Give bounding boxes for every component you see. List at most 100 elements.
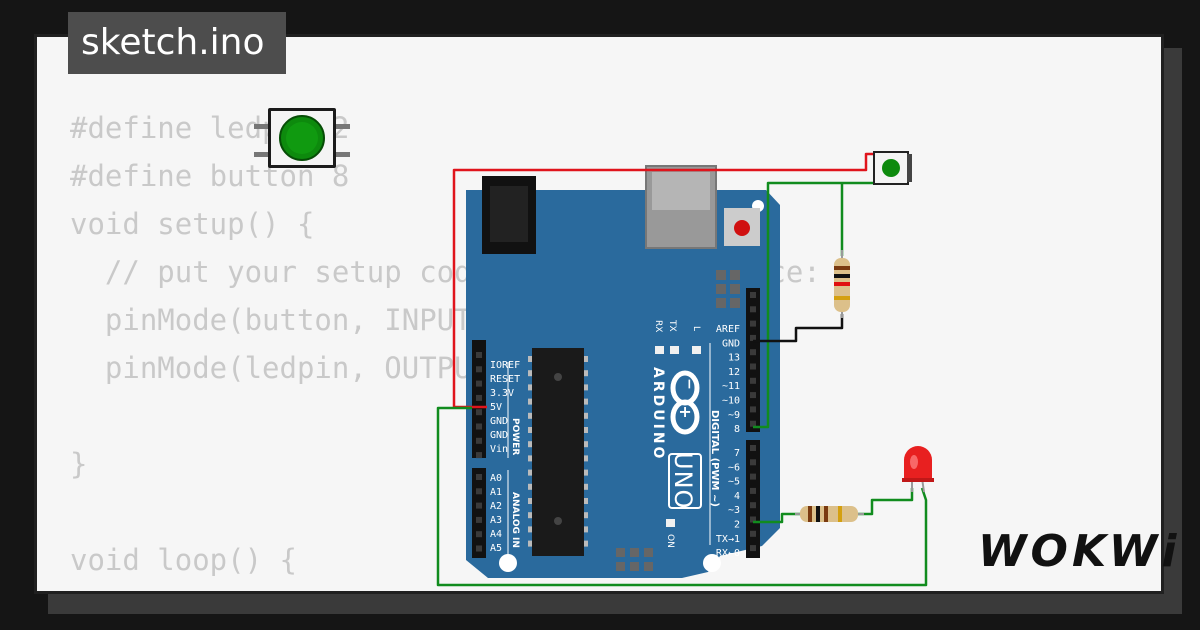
rx-led-label: RX — [653, 320, 663, 332]
pin-label: 7 — [734, 448, 740, 459]
chip-pin — [584, 441, 588, 448]
pin-label: 5V — [490, 402, 502, 413]
wire-led-cathode — [436, 406, 928, 587]
wire-pin2 — [753, 512, 800, 524]
chip-pin — [528, 512, 532, 519]
wire-gnd — [753, 314, 844, 343]
header-hole — [476, 452, 482, 459]
chip-pin — [584, 512, 588, 519]
chip-pin — [584, 370, 588, 377]
header-hole — [750, 406, 756, 413]
header-hole — [476, 423, 482, 430]
pushbutton-large[interactable] — [254, 108, 350, 168]
digital-header-top — [746, 288, 760, 432]
header-hole — [750, 445, 756, 451]
pin-label: ~5 — [728, 477, 740, 488]
pin-label: TX→1 — [716, 534, 740, 545]
header-hole — [476, 516, 482, 523]
analog-header — [472, 468, 486, 558]
l-led-label: L — [691, 326, 701, 331]
header-hole — [750, 502, 756, 509]
header-hole — [750, 349, 756, 356]
chip-pin — [528, 441, 532, 448]
pin-label: IOREF — [490, 360, 520, 371]
header-hole — [476, 380, 482, 387]
pin-label: RX←0 — [716, 548, 740, 559]
chip-pin — [528, 427, 532, 433]
header-hole — [476, 502, 482, 509]
pin-label: 8 — [734, 424, 740, 435]
analog-header-title: ANALOG IN — [510, 492, 520, 548]
chip-pin — [528, 483, 532, 490]
code-line: void setup() { — [70, 207, 315, 241]
pin-label: GND — [490, 416, 508, 427]
chip-pin — [584, 540, 588, 547]
header-hole — [750, 516, 756, 523]
header-hole — [476, 531, 482, 538]
svg-text:−: − — [681, 378, 697, 390]
power-header-title: POWER — [510, 418, 520, 455]
pin-label: ~3 — [728, 505, 740, 516]
pin-label: A5 — [490, 543, 502, 554]
pin-label: ~11 — [722, 381, 740, 392]
header-hole — [750, 392, 756, 399]
pin-label: ~6 — [728, 462, 740, 473]
header-hole — [750, 306, 756, 313]
header-hole — [750, 530, 756, 537]
header-hole — [476, 409, 482, 416]
pin-label: A2 — [490, 501, 502, 512]
chip-pin — [528, 498, 532, 504]
pin-label: AREF — [716, 324, 740, 335]
chip-pin — [528, 356, 532, 362]
arduino-uno-board[interactable]: − + ARDUINO UNO DIGITAL (PWM ~) POWER AN… — [466, 165, 780, 578]
tx-led-label: TX — [667, 319, 677, 332]
header-hole — [750, 292, 756, 298]
pin-label: A4 — [490, 529, 502, 540]
pin-label: Vin — [490, 444, 508, 455]
pin-label: 3.3V — [490, 388, 514, 399]
wire-led-anode — [858, 488, 914, 516]
file-tab[interactable]: sketch.ino — [68, 12, 286, 74]
header-hole — [750, 487, 756, 494]
wires — [436, 152, 928, 587]
chip-pin — [584, 398, 588, 405]
board-brand-label: ARDUINO — [650, 367, 666, 461]
pushbutton-small[interactable] — [873, 151, 912, 185]
digital-header-bottom — [746, 440, 760, 558]
header-hole — [476, 437, 482, 444]
chip-pin — [528, 412, 532, 419]
on-led-label: ON — [665, 534, 675, 548]
pin-label: A0 — [490, 473, 502, 484]
header-hole — [476, 352, 482, 358]
pin-label: A3 — [490, 515, 502, 526]
pin-label: 4 — [734, 491, 740, 502]
header-hole — [750, 320, 756, 327]
header-hole — [476, 474, 482, 480]
header-hole — [750, 363, 756, 370]
chip-pin — [528, 540, 532, 547]
pin-label: 2 — [734, 520, 740, 531]
chip-pin — [528, 526, 532, 533]
chip-pin — [528, 384, 532, 391]
header-hole — [750, 377, 756, 384]
header-hole — [750, 473, 756, 480]
wokwi-logo: WOKWi — [978, 526, 1181, 577]
pin-label: A1 — [490, 487, 502, 498]
pin-label: ~9 — [728, 410, 740, 421]
pin-label: RESET — [490, 374, 520, 385]
code-line: } — [70, 447, 88, 481]
header-hole — [750, 334, 756, 341]
wire-pin8 — [753, 181, 876, 429]
chip-pin — [584, 455, 588, 462]
svg-text:+: + — [676, 405, 695, 418]
chip-pin — [528, 398, 532, 405]
chip-pin — [584, 412, 588, 419]
pin-label: 13 — [728, 353, 740, 364]
pin-label: GND — [490, 430, 508, 441]
pin-label: GND — [722, 338, 740, 349]
chip-pin — [528, 469, 532, 476]
chip-pin — [584, 469, 588, 476]
digital-header-title: DIGITAL (PWM ~) — [709, 410, 720, 507]
arduino-logo-icon — [670, 370, 700, 435]
